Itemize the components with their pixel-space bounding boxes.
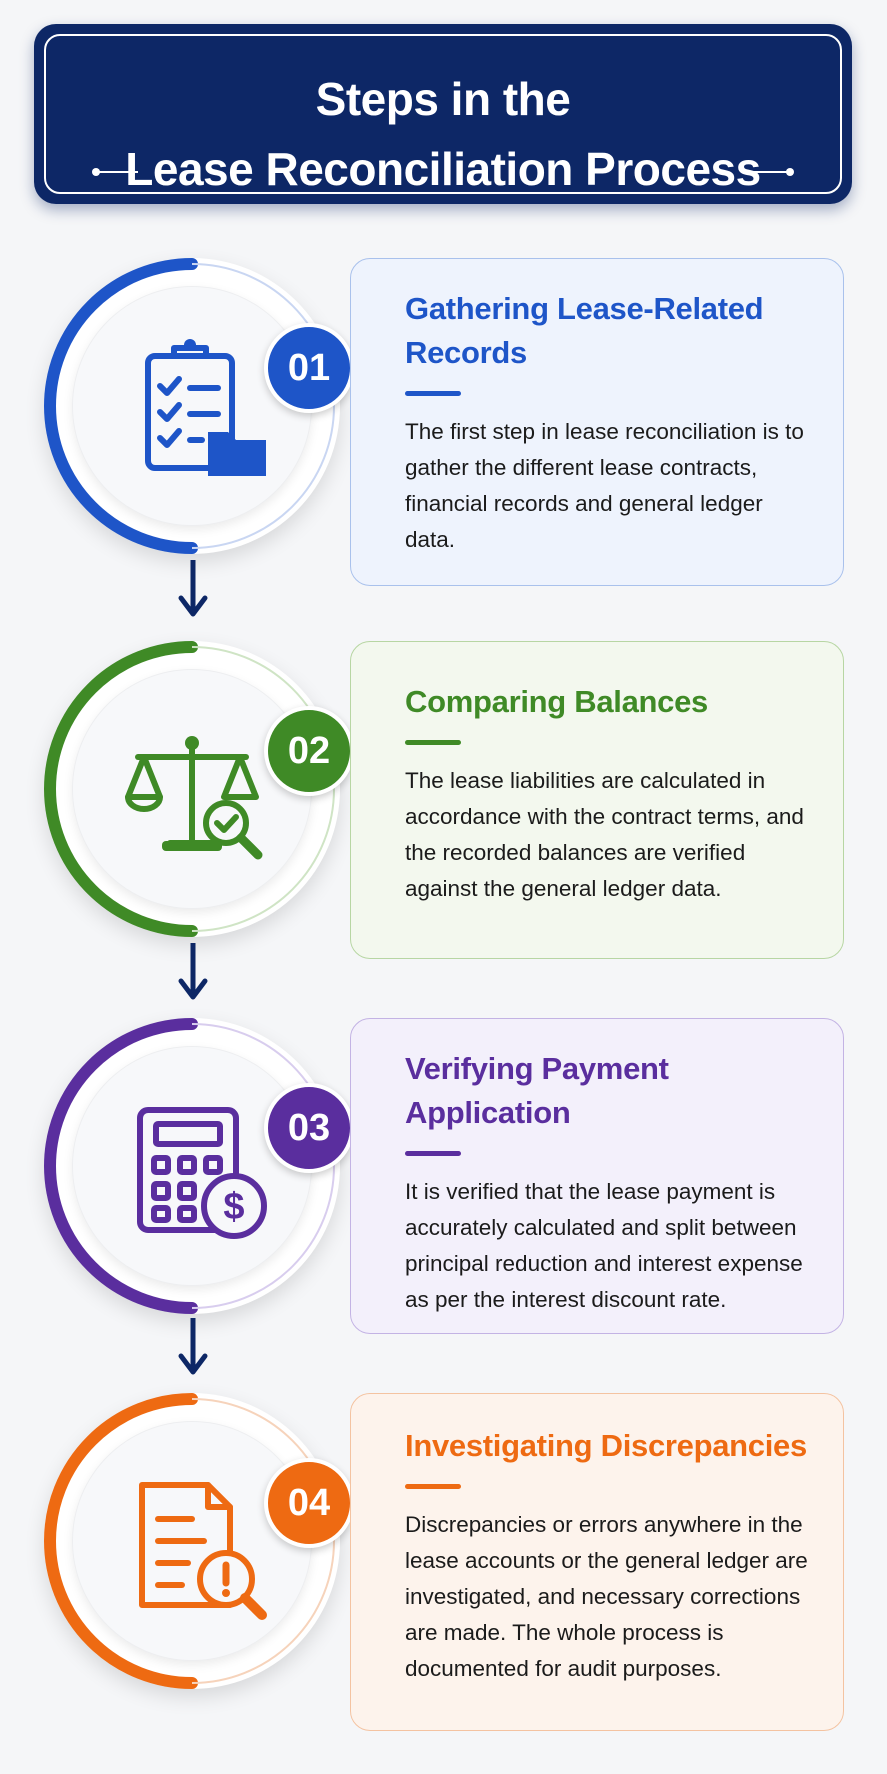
step-3-to-4-arrow [178, 1318, 208, 1375]
step-2-title: Comparing Balances [405, 684, 708, 719]
step-4-divider [405, 1484, 461, 1489]
step-3-icon-disc: $ [72, 1046, 312, 1286]
step-2-card: Comparing Balances The lease liabilities… [350, 641, 844, 959]
step-3-ring: $ 03 [44, 1018, 354, 1314]
step-3-description: It is verified that the lease payment is… [405, 1179, 803, 1312]
title-ornament-left [92, 168, 138, 176]
title-banner: Steps in the Lease Reconciliation Proces… [34, 24, 852, 204]
step-1-icon-disc [72, 286, 312, 526]
step-4-ring: 04 [44, 1393, 354, 1689]
document-magnifier-alert-icon [139, 1482, 267, 1620]
clipboard-checklist-folder-icon [145, 339, 266, 476]
step-3-divider [405, 1151, 461, 1156]
step-1-progress-arc [44, 258, 335, 554]
step-1-ring: 01 [44, 258, 354, 554]
step-4-card: Investigating Discrepancies Discrepancie… [350, 1393, 844, 1731]
step-4-progress-arc [44, 1393, 335, 1689]
step-1-to-2-arrow [178, 560, 208, 617]
title-ornament-right [748, 168, 794, 176]
step-2-description: The lease liabilities are calculated in … [405, 768, 804, 901]
step-1-number-badge: 01 [264, 323, 354, 413]
page-title-line-2: Lease Reconciliation Process [125, 143, 761, 195]
step-4-icon-disc [72, 1421, 312, 1661]
step-2-icon-disc [72, 669, 312, 909]
step-4-description: Discrepancies or errors anywhere in the … [405, 1512, 808, 1681]
calculator-dollar-icon: $ [137, 1107, 267, 1239]
banner-frame [44, 34, 842, 194]
step-2-number-badge: 02 [264, 706, 354, 796]
step-4-number-badge: 04 [264, 1458, 354, 1548]
step-1-card: Gathering Lease-Related Records The firs… [350, 258, 844, 586]
step-3-progress-arc [44, 1018, 335, 1314]
step-2-progress-arc [44, 641, 335, 937]
step-3-card: Verifying Payment Application It is veri… [350, 1018, 844, 1334]
step-2-to-3-arrow [178, 943, 208, 1000]
step-1-divider [405, 391, 461, 396]
step-1-title: Gathering Lease-Related Records [405, 291, 764, 370]
step-2-ring: 02 [44, 641, 354, 937]
step-4-title: Investigating Discrepancies [405, 1428, 807, 1463]
scales-magnifier-check-icon [125, 736, 263, 860]
page-title-line-1: Steps in the [315, 73, 571, 125]
step-1-description: The first step in lease reconciliation i… [405, 419, 804, 552]
step-3-title: Verifying Payment Application [405, 1051, 669, 1130]
step-2-divider [405, 740, 461, 745]
step-3-number-badge: 03 [264, 1083, 354, 1173]
svg-text:$: $ [223, 1186, 244, 1228]
